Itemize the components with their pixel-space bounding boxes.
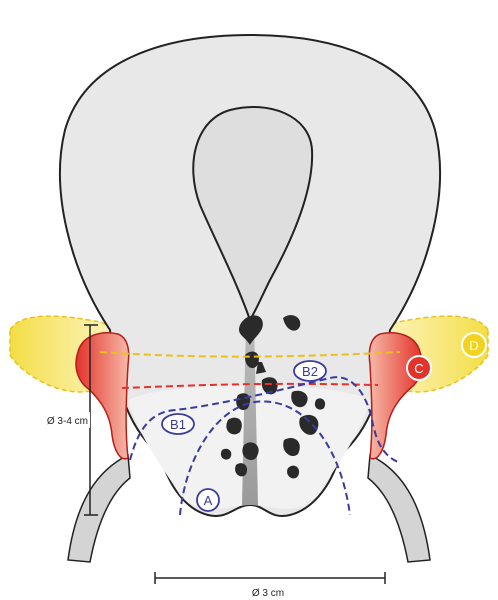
vaginal-wall-right <box>368 455 430 562</box>
zone-c-right <box>369 333 422 459</box>
zone-b1-label: B1 <box>170 417 186 432</box>
zone-d-label: D <box>469 338 478 353</box>
zone-c-label: C <box>414 361 423 376</box>
height-dimension-label: Ø 3-4 cm <box>47 416 88 427</box>
width-dimension-label: Ø 3 cm <box>252 588 284 599</box>
vaginal-wall-left <box>68 455 130 562</box>
width-dimension <box>155 572 385 584</box>
zone-b2-label: B2 <box>302 364 318 379</box>
zone-a-label: A <box>204 493 213 508</box>
